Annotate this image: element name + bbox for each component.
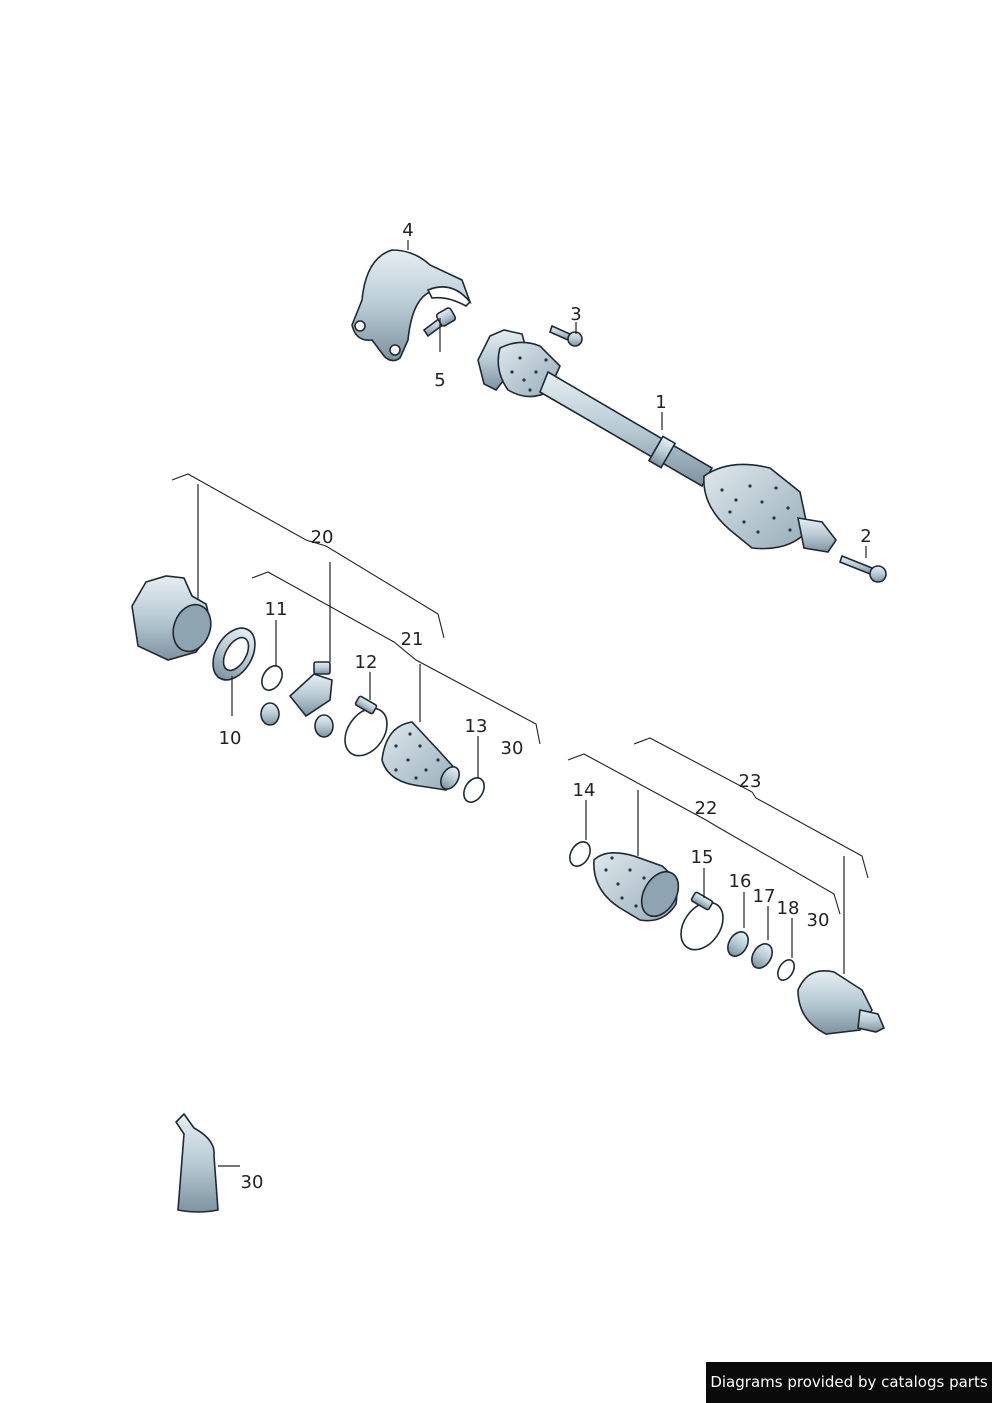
part-4-heat-shield bbox=[351, 249, 472, 362]
part-22-boot bbox=[593, 852, 680, 922]
part-11-circlip bbox=[261, 665, 283, 691]
label-14: 14 bbox=[573, 780, 596, 801]
label-2: 2 bbox=[860, 526, 871, 547]
part-30-grease-tube bbox=[174, 1112, 219, 1213]
part-5-bolt bbox=[422, 307, 457, 338]
label-4: 4 bbox=[402, 220, 413, 241]
part-10-ring bbox=[212, 627, 256, 681]
part-17-ring bbox=[751, 943, 773, 969]
label-3: 3 bbox=[570, 304, 581, 325]
credit-banner: Diagrams provided by catalogs parts bbox=[706, 1362, 992, 1403]
part-tripod-joint bbox=[260, 661, 334, 738]
bracket-20 bbox=[171, 473, 445, 639]
label-30-left: 30 bbox=[501, 738, 524, 759]
label-30-right: 30 bbox=[807, 910, 830, 931]
label-16: 16 bbox=[729, 871, 752, 892]
bracket-21 bbox=[251, 571, 541, 745]
label-10: 10 bbox=[219, 728, 242, 749]
bracket-22 bbox=[567, 753, 841, 915]
label-5: 5 bbox=[434, 370, 445, 391]
part-16-ring bbox=[727, 931, 749, 957]
bracket-23 bbox=[633, 737, 869, 879]
leader-lines bbox=[197, 240, 867, 1167]
label-22: 22 bbox=[695, 798, 718, 819]
label-15: 15 bbox=[691, 847, 714, 868]
label-30-tube: 30 bbox=[241, 1172, 264, 1193]
label-21: 21 bbox=[401, 629, 424, 650]
part-18-circlip bbox=[777, 959, 795, 981]
part-12-clamp bbox=[344, 695, 388, 757]
label-12: 12 bbox=[355, 652, 378, 673]
label-23: 23 bbox=[739, 771, 762, 792]
part-20-inner-joint-housing bbox=[131, 575, 212, 661]
label-18: 18 bbox=[777, 898, 800, 919]
part-15-clamp bbox=[680, 891, 724, 951]
part-1-drive-shaft bbox=[477, 329, 837, 553]
label-20: 20 bbox=[311, 527, 334, 548]
label-1: 1 bbox=[655, 392, 666, 413]
label-13: 13 bbox=[465, 716, 488, 737]
label-11: 11 bbox=[265, 599, 288, 620]
part-21-boot bbox=[381, 721, 460, 791]
part-13-clamp bbox=[463, 777, 485, 803]
part-14-clamp bbox=[569, 841, 591, 867]
label-17: 17 bbox=[753, 886, 776, 907]
part-23-outer-joint bbox=[797, 970, 886, 1035]
part-3-bolt bbox=[549, 324, 583, 347]
part-2-bolt bbox=[839, 554, 887, 583]
